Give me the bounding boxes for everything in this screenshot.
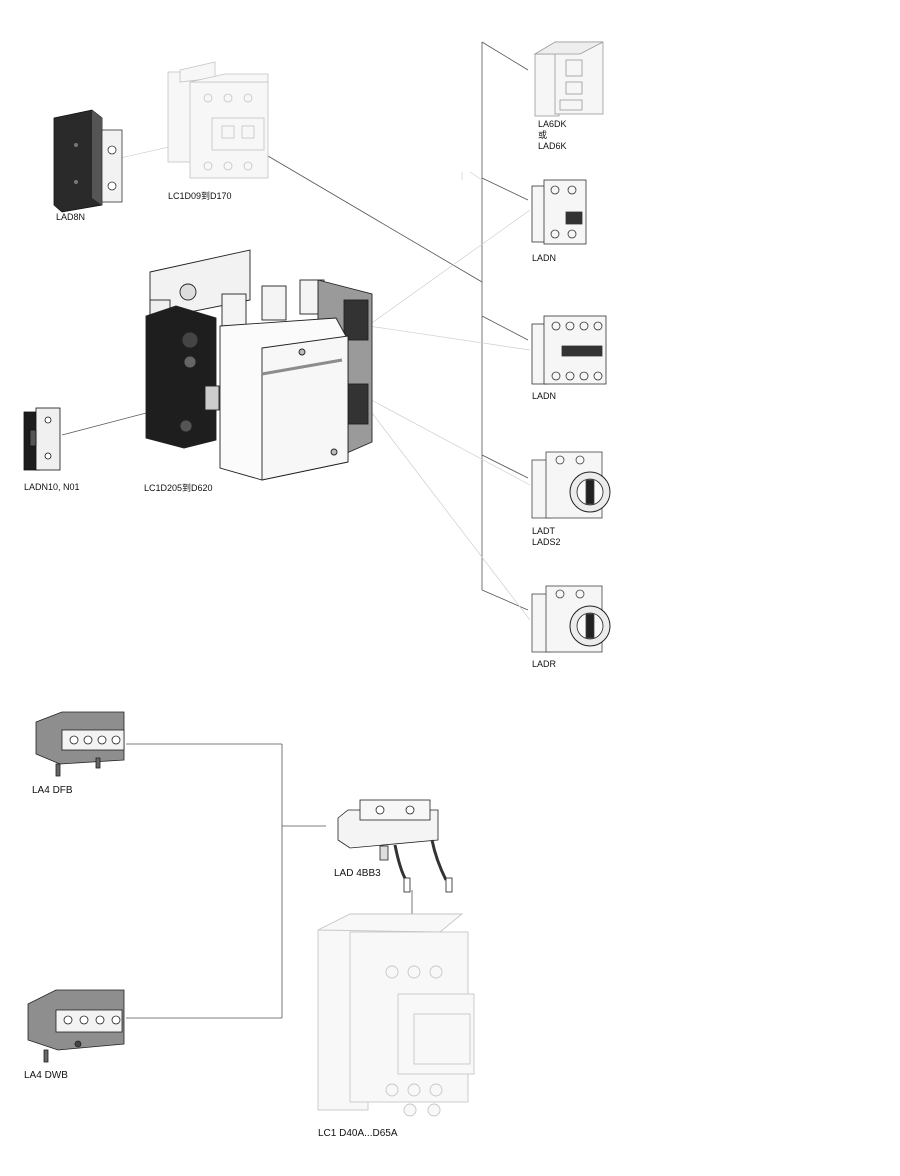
lc1d205-contactor <box>145 249 373 481</box>
label-ladn-2: LADN <box>532 253 557 263</box>
la4dfb-module <box>35 711 125 777</box>
label-lc1d205: LC1D205到D620 <box>144 483 213 493</box>
label-ladr: LADR <box>532 659 557 669</box>
ladr-timer-module <box>531 585 611 653</box>
lc1d40a-contactor <box>317 913 475 1117</box>
label-la4dwb: LA4 DWB <box>24 1070 68 1081</box>
la4dwb-module <box>27 989 125 1063</box>
label-lc1d40a: LC1 D40A...D65A <box>318 1128 398 1139</box>
lad8n-module <box>53 109 123 213</box>
ladn-4-module <box>531 315 607 385</box>
connector-lines-top <box>61 41 529 611</box>
label-lc1d09: LC1D09到D170 <box>168 191 232 201</box>
label-lad4bb3: LAD 4BB3 <box>334 868 381 879</box>
label-la4dfb: LA4 DFB <box>32 785 73 796</box>
la6dk-module <box>533 41 604 117</box>
lc1d09-contactor <box>167 61 269 179</box>
lad4bb3-module <box>337 799 453 893</box>
ladt-timer-module <box>531 451 611 519</box>
ghost-lines <box>119 144 531 621</box>
label-lad8n: LAD8N <box>56 212 86 222</box>
label-ladn-4: LADN <box>532 391 557 401</box>
ladn-2-module <box>531 179 587 245</box>
label-ladt: LADT LADS2 <box>532 526 561 547</box>
label-ladn10: LADN10, N01 <box>24 482 80 492</box>
label-lad6dk: LA6DK 或 LAD6K <box>538 119 567 151</box>
ladn10-module <box>23 407 61 471</box>
